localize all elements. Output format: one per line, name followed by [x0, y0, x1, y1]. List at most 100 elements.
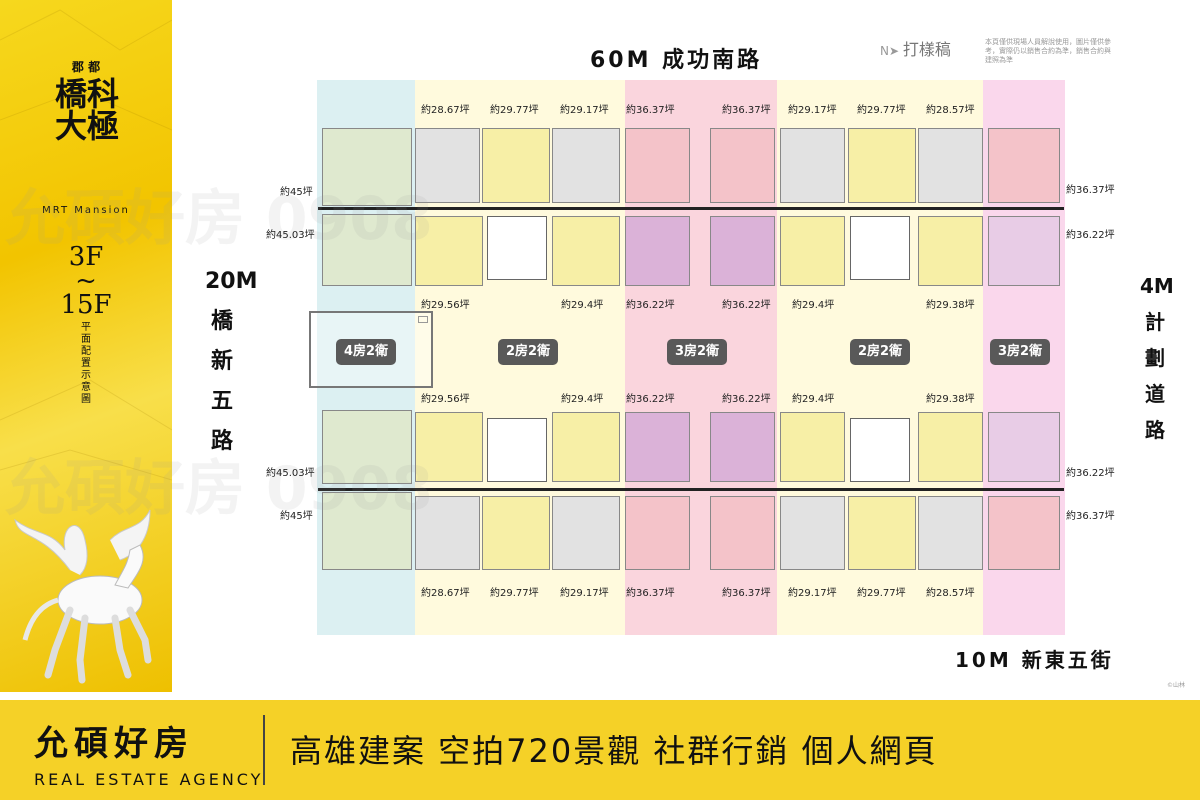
area-bot-7: 約29.77坪	[857, 588, 906, 599]
unit-d8	[415, 496, 480, 570]
watermark-upper: 允碩好房 0908	[5, 184, 433, 254]
project-developer: 郡 都	[71, 60, 101, 74]
unit-d6	[322, 410, 412, 484]
unit-a8	[415, 128, 480, 203]
stair-core-b	[850, 216, 910, 280]
unit-a5	[415, 216, 483, 286]
area-right-2: 約36.22坪	[1066, 230, 1115, 241]
unit-d5	[415, 412, 483, 482]
unit-a10	[552, 128, 620, 203]
floor-range: 3F ~ 15F	[0, 242, 172, 320]
draft-text: 打樣稿	[902, 40, 951, 59]
unit-d10	[552, 496, 620, 570]
area-top-4: 約36.37坪	[626, 105, 675, 116]
unit-e3	[780, 412, 845, 482]
stair-core-d	[487, 418, 547, 482]
area-bot-4: 約36.37坪	[626, 588, 675, 599]
gold-texture	[0, 9, 172, 481]
footer-divider	[263, 715, 265, 785]
area-bot-8: 約28.57坪	[926, 588, 975, 599]
area-top-6: 約29.17坪	[788, 105, 837, 116]
unit-b1	[710, 128, 775, 203]
unit-e2	[710, 412, 775, 482]
room-type-2room-a: 2房2衛	[498, 339, 559, 365]
floor-to: 15F	[60, 290, 112, 320]
area-top-2: 約29.77坪	[490, 105, 539, 116]
road-bottom: 10M 新東五街	[955, 648, 1114, 672]
unit-d2	[625, 412, 690, 482]
unit-a6	[322, 214, 412, 286]
footer-tagline: 高雄建案 空拍720景觀 社群行銷 個人網頁	[290, 732, 938, 770]
area-um-5: 約29.4坪	[792, 300, 835, 311]
image-icon	[418, 316, 428, 323]
project-title: 橋科大極	[54, 75, 119, 145]
room-type-3room-b: 3房2衛	[990, 339, 1051, 365]
unit-d7	[322, 492, 412, 570]
area-top-8: 約28.57坪	[926, 105, 975, 116]
area-bot-3: 約29.17坪	[560, 588, 609, 599]
road-right: 4M計劃道路	[1140, 274, 1174, 442]
unit-e8	[918, 496, 983, 570]
unit-a9	[482, 128, 550, 203]
room-type-4room: 4房2衛	[336, 339, 397, 365]
footer-bar	[0, 700, 1200, 800]
area-bot-6: 約29.17坪	[788, 588, 837, 599]
road-left: 20M橋新五路	[205, 269, 258, 454]
pegasus-logo	[14, 509, 152, 684]
area-lm-3: 約36.22坪	[626, 394, 675, 405]
corridor-lower	[318, 488, 1064, 491]
area-top-5: 約36.37坪	[722, 105, 771, 116]
area-bot-2: 約29.77坪	[490, 588, 539, 599]
area-right-1: 約36.37坪	[1066, 185, 1115, 196]
area-top-7: 約29.77坪	[857, 105, 906, 116]
unit-d9	[482, 496, 550, 570]
unit-e6	[988, 412, 1060, 482]
floor-from: 3F	[68, 242, 104, 272]
unit-b5	[918, 216, 983, 286]
unit-b7	[988, 128, 1060, 203]
unit-e9	[848, 496, 916, 570]
area-lm-4: 約36.22坪	[722, 394, 771, 405]
draft-label: N➤ 打樣稿	[880, 36, 951, 60]
area-um-6: 約29.38坪	[926, 300, 975, 311]
unit-b9	[848, 128, 916, 203]
unit-d1	[625, 496, 690, 570]
area-right-4: 約36.37坪	[1066, 511, 1115, 522]
unit-a3	[552, 216, 620, 286]
area-um-2: 約29.4坪	[561, 300, 604, 311]
floor-sep: ~	[75, 266, 97, 296]
area-bot-1: 約28.67坪	[421, 588, 470, 599]
compass-icon: N➤	[880, 44, 903, 58]
unit-a1	[625, 128, 690, 203]
unit-b3	[780, 216, 845, 286]
brand-name: 允碩好房	[34, 724, 194, 764]
area-left-4: 約45坪	[280, 511, 313, 522]
area-lm-6: 約29.38坪	[926, 394, 975, 405]
unit-b6	[988, 216, 1060, 286]
plan-note: 平面配置示意圖	[81, 322, 91, 405]
unit-d3	[552, 412, 620, 482]
watermark-lower: 允碩好房 0908	[5, 454, 433, 524]
road-top: 60M 成功南路	[590, 48, 763, 73]
unit-b8	[918, 128, 983, 203]
area-lm-2: 約29.4坪	[561, 394, 604, 405]
unit-e10	[780, 496, 845, 570]
area-bot-5: 約36.37坪	[722, 588, 771, 599]
unit-e7	[988, 496, 1060, 570]
copyright: ©山林	[1167, 682, 1186, 689]
project-panel	[0, 0, 172, 692]
area-um-3: 約36.22坪	[626, 300, 675, 311]
area-lm-1: 約29.56坪	[421, 394, 470, 405]
area-lm-5: 約29.4坪	[792, 394, 835, 405]
area-left-1: 約45坪	[280, 187, 313, 198]
unit-b10	[780, 128, 845, 203]
area-um-1: 約29.56坪	[421, 300, 470, 311]
corridor-upper	[318, 207, 1064, 210]
area-top-3: 約29.17坪	[560, 105, 609, 116]
unit-e1	[710, 496, 775, 570]
stair-core-e	[850, 418, 910, 482]
draft-note: 本頁僅供現場人員解說使用，圖片僅供參考，實際仍以銷售合約為準，銷售合約與建照為準	[985, 38, 1111, 64]
area-left-2: 約45.03坪	[266, 230, 315, 241]
area-um-4: 約36.22坪	[722, 300, 771, 311]
area-left-3: 約45.03坪	[266, 468, 315, 479]
